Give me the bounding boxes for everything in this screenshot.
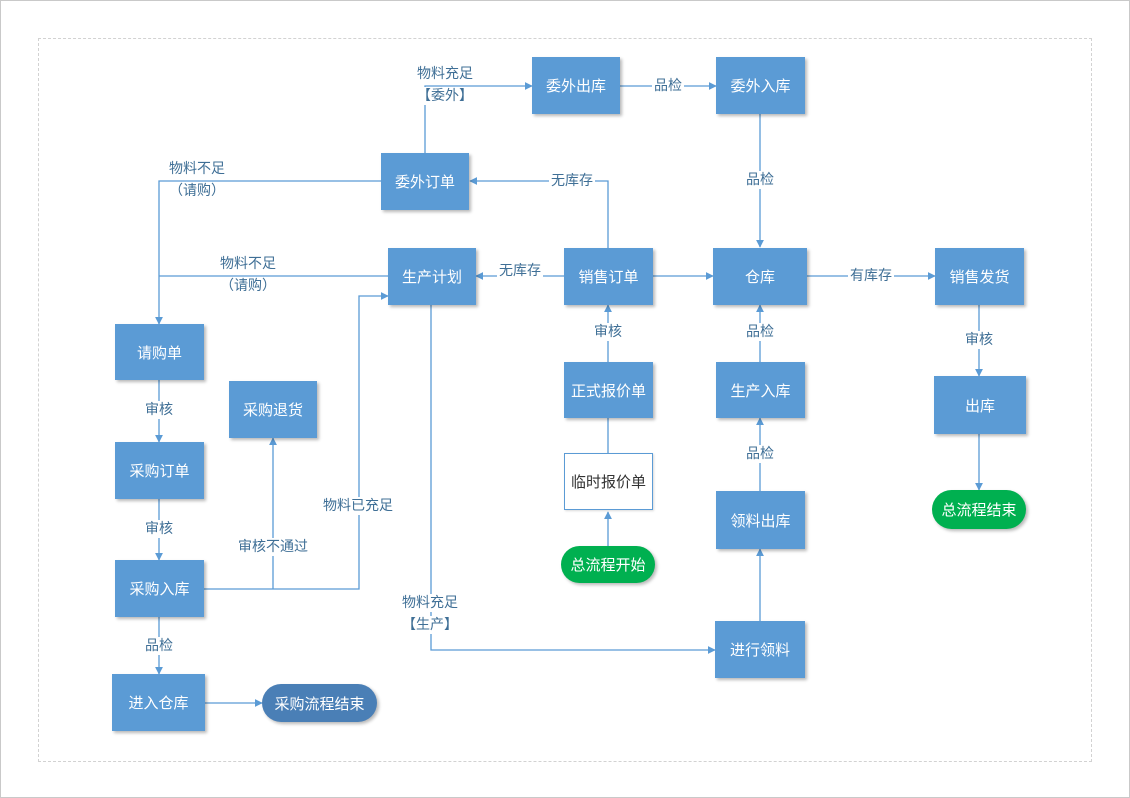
node-shengchan-jihua: 生产计划	[388, 248, 476, 305]
edge-label-shenhe: 审核	[143, 520, 175, 538]
edge-label-pinjian: 品检	[143, 637, 175, 655]
node-chuku: 出库	[934, 376, 1026, 434]
node-lingliao-chuku: 领料出库	[716, 491, 805, 549]
node-zong-liucheng-kaishi: 总流程开始	[561, 546, 655, 583]
node-shengchan-ruku: 生产入库	[716, 362, 805, 418]
edge-label-pinjian: 品检	[744, 171, 776, 189]
edge-xiaoshou-to-weiwai-dingdan	[469, 177, 609, 248]
edge-label-wukucun: 无库存	[497, 262, 543, 280]
node-caigou-liucheng-jieshu: 采购流程结束	[262, 684, 377, 722]
edge-label-shenhe-butongguo: 审核不通过	[236, 538, 310, 556]
edge-label-youkucun: 有库存	[848, 267, 894, 285]
edge-label-pinjian: 品检	[652, 77, 684, 95]
edge-label-shenhe: 审核	[592, 323, 624, 341]
edge-label-wuliao-yichongzu: 物料已充足	[321, 497, 395, 515]
edge-label-wuliao-buzu: 物料不足	[167, 160, 227, 178]
node-caigou-tuihuo: 采购退货	[229, 381, 317, 438]
edge-label-shengchan-bracket: 【生产】	[400, 616, 460, 634]
edge-label-wuliao-chongzu: 物料充足	[415, 65, 475, 83]
edge-label-pinjian: 品检	[744, 323, 776, 341]
node-caigou-ruku: 采购入库	[115, 560, 204, 617]
edge-weiwai-dingdan-to-chuku	[424, 82, 533, 153]
node-cangku: 仓库	[713, 248, 807, 305]
edge-label-qinggou-paren: （请购）	[167, 182, 227, 200]
edge-label-wuliao-buzu: 物料不足	[218, 255, 278, 273]
node-linshi-baojia: 临时报价单	[564, 453, 653, 510]
node-caigou-dingdan: 采购订单	[115, 442, 204, 499]
node-weiwai-chuku: 委外出库	[532, 57, 620, 114]
edge-caigou-ruku-to-shengchan	[204, 292, 389, 590]
edge-label-shenhe: 审核	[143, 401, 175, 419]
node-jinru-cangku: 进入仓库	[112, 674, 205, 731]
edge-label-shenhe: 审核	[963, 331, 995, 349]
node-zong-liucheng-jieshu: 总流程结束	[932, 490, 1026, 529]
node-weiwai-ruku: 委外入库	[716, 57, 805, 114]
content-border	[38, 38, 1092, 762]
node-weiwai-dingdan: 委外订单	[381, 153, 469, 210]
node-jinxing-lingliao: 进行领料	[715, 621, 805, 678]
edge-label-pinjian: 品检	[744, 445, 776, 463]
edge-label-qinggou-paren: （请购）	[218, 277, 278, 295]
edge-shengchan-to-jinxing	[430, 304, 716, 654]
node-xiaoshou-fahuo: 销售发货	[935, 248, 1024, 305]
edge-label-wuliao-chongzu: 物料充足	[400, 594, 460, 612]
node-qinggou-dan: 请购单	[115, 324, 204, 380]
edge-label-wukucun: 无库存	[549, 172, 595, 190]
edge-weiwai-dingdan-to-qinggou	[155, 180, 381, 325]
node-xiaoshou-dingdan: 销售订单	[564, 248, 653, 305]
node-zhengshi-baojia: 正式报价单	[564, 362, 653, 418]
edge-label-weiwai-bracket: 【委外】	[415, 87, 475, 105]
